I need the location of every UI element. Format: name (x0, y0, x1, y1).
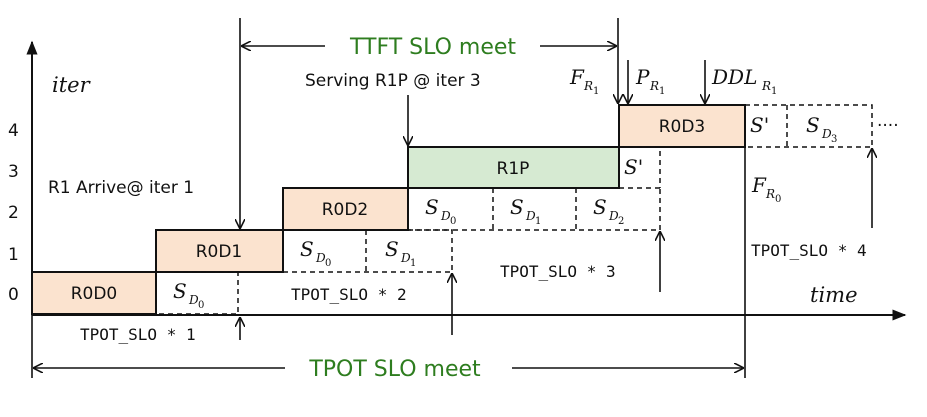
slot-row4 (745, 104, 873, 148)
svg-text:0: 0 (198, 300, 204, 311)
svg-text:S: S (425, 195, 439, 219)
tpot4-label: TPOT_SLO * 4 (751, 241, 867, 260)
tpot-label: TPOT SLO meet (308, 357, 481, 382)
y-tick-3: 3 (8, 162, 19, 182)
svg-text:D: D (188, 293, 199, 307)
svg-text:D: D (821, 127, 832, 141)
y-axis-label: iter (52, 73, 92, 97)
tpot1-label: TPOT_SLO * 1 (80, 325, 196, 344)
svg-text:S: S (806, 113, 820, 137)
block-r0d0-label: R0D0 (71, 284, 118, 304)
slot-row1 (283, 229, 453, 273)
y-tick-1: 1 (8, 245, 19, 265)
svg-text:S: S (385, 237, 399, 261)
svg-text:R: R (583, 79, 593, 93)
block-r0d2-label: R0D2 (322, 200, 369, 220)
svg-text:D: D (525, 209, 536, 223)
slot-label-r1-0: S D 0 (300, 237, 331, 269)
f-r0-label: F R 0 (751, 173, 781, 205)
svg-text:R: R (765, 187, 775, 201)
p-r1-label: P R 1 (635, 65, 665, 97)
ttft-label: TTFT SLO meet (349, 35, 516, 60)
r1-arrive-label: R1 Arrive@ iter 1 (48, 178, 194, 198)
ellipsis: ···· (877, 116, 899, 136)
slot-row3 (619, 146, 661, 188)
x-axis-label: time (810, 283, 858, 307)
svg-text:P: P (635, 65, 650, 89)
block-r1p-label: R1P (497, 159, 530, 179)
svg-text:F: F (751, 173, 767, 197)
block-r0d1-label: R0D1 (196, 242, 243, 262)
slot-label-r3-sprime: S' (624, 155, 643, 179)
svg-text:S: S (593, 195, 607, 219)
svg-text:2: 2 (618, 216, 624, 227)
svg-text:3: 3 (831, 134, 837, 145)
slot-label-r4-sprime: S' (750, 113, 769, 137)
svg-text:0: 0 (775, 194, 781, 205)
ddl-r1-label: DDL R 1 (711, 65, 777, 97)
svg-text:0: 0 (450, 216, 456, 227)
svg-text:1: 1 (659, 86, 665, 97)
f-r1-label: F R 1 (569, 65, 599, 97)
svg-text:D: D (400, 251, 411, 265)
slot-label-r4-3: S D 3 (806, 113, 837, 145)
svg-text:D: D (608, 209, 619, 223)
svg-text:1: 1 (593, 86, 599, 97)
svg-text:1: 1 (410, 258, 416, 269)
block-r1p (407, 146, 620, 189)
svg-text:S: S (300, 237, 314, 261)
tpot3-label: TPOT_SLO * 3 (500, 262, 616, 281)
slot-label-r2-2: S D 2 (593, 195, 624, 227)
svg-text:S: S (173, 279, 187, 303)
svg-text:1: 1 (771, 86, 777, 97)
svg-text:0: 0 (325, 258, 331, 269)
slot-label-r0-0: S D 0 (173, 279, 204, 311)
slot-row2 (408, 187, 661, 231)
svg-text:D: D (440, 209, 451, 223)
svg-text:F: F (569, 65, 585, 89)
svg-text:1: 1 (535, 216, 541, 227)
y-tick-4: 4 (8, 121, 19, 141)
slot-row0 (155, 271, 239, 315)
slot-label-r2-1: S D 1 (510, 195, 541, 227)
svg-text:R: R (649, 79, 659, 93)
svg-text:D: D (315, 251, 326, 265)
slot-label-r2-0: S D 0 (425, 195, 456, 227)
block-r0d2 (282, 187, 409, 231)
slot-label-r1-1: S D 1 (385, 237, 416, 269)
y-tick-2: 2 (8, 203, 19, 223)
block-r0d3-label: R0D3 (659, 117, 706, 137)
block-r0d3 (618, 104, 746, 148)
svg-text:S: S (510, 195, 524, 219)
block-r0d1 (155, 229, 284, 273)
svg-text:DDL: DDL (711, 65, 757, 89)
y-tick-0: 0 (8, 285, 19, 305)
serving-label: Serving R1P @ iter 3 (305, 71, 481, 91)
tpot2-label: TPOT_SLO * 2 (291, 285, 407, 304)
svg-text:R: R (761, 79, 771, 93)
